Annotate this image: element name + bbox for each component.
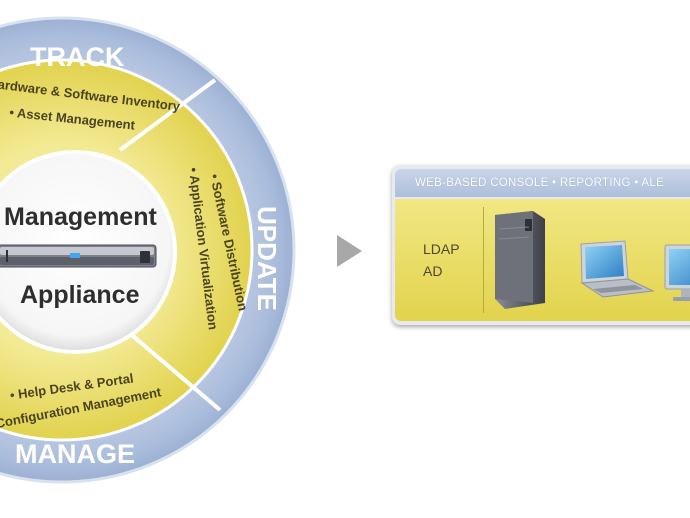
- ring-separator: [118, 323, 222, 412]
- track-label: TRACK: [30, 42, 125, 72]
- auth-ldap-label: LDAP: [423, 241, 460, 257]
- ring-separator: [118, 78, 217, 152]
- console-panel: WEB-BASED CONSOLE • REPORTING • ALE LDAP…: [392, 165, 690, 325]
- server-tower-icon: [495, 211, 545, 309]
- update-label: UPDATE: [252, 206, 282, 311]
- console-header-label: WEB-BASED CONSOLE • REPORTING • ALE: [415, 177, 665, 189]
- laptop-icon: [580, 240, 655, 298]
- manage-label: MANAGE: [15, 439, 135, 469]
- console-body: LDAP AD: [395, 199, 690, 321]
- appliance-rack-icon: [0, 244, 157, 268]
- console-header: WEB-BASED CONSOLE • REPORTING • ALE: [395, 169, 690, 197]
- auth-ad-label: AD: [423, 263, 443, 279]
- center-title-appliance: Appliance: [20, 281, 140, 309]
- devices-illustration: [495, 211, 690, 309]
- monitor-icon: [664, 244, 690, 301]
- flow-arrow-icon: [337, 235, 362, 267]
- console-divider: [483, 207, 484, 313]
- center-title-management: Management: [4, 203, 157, 231]
